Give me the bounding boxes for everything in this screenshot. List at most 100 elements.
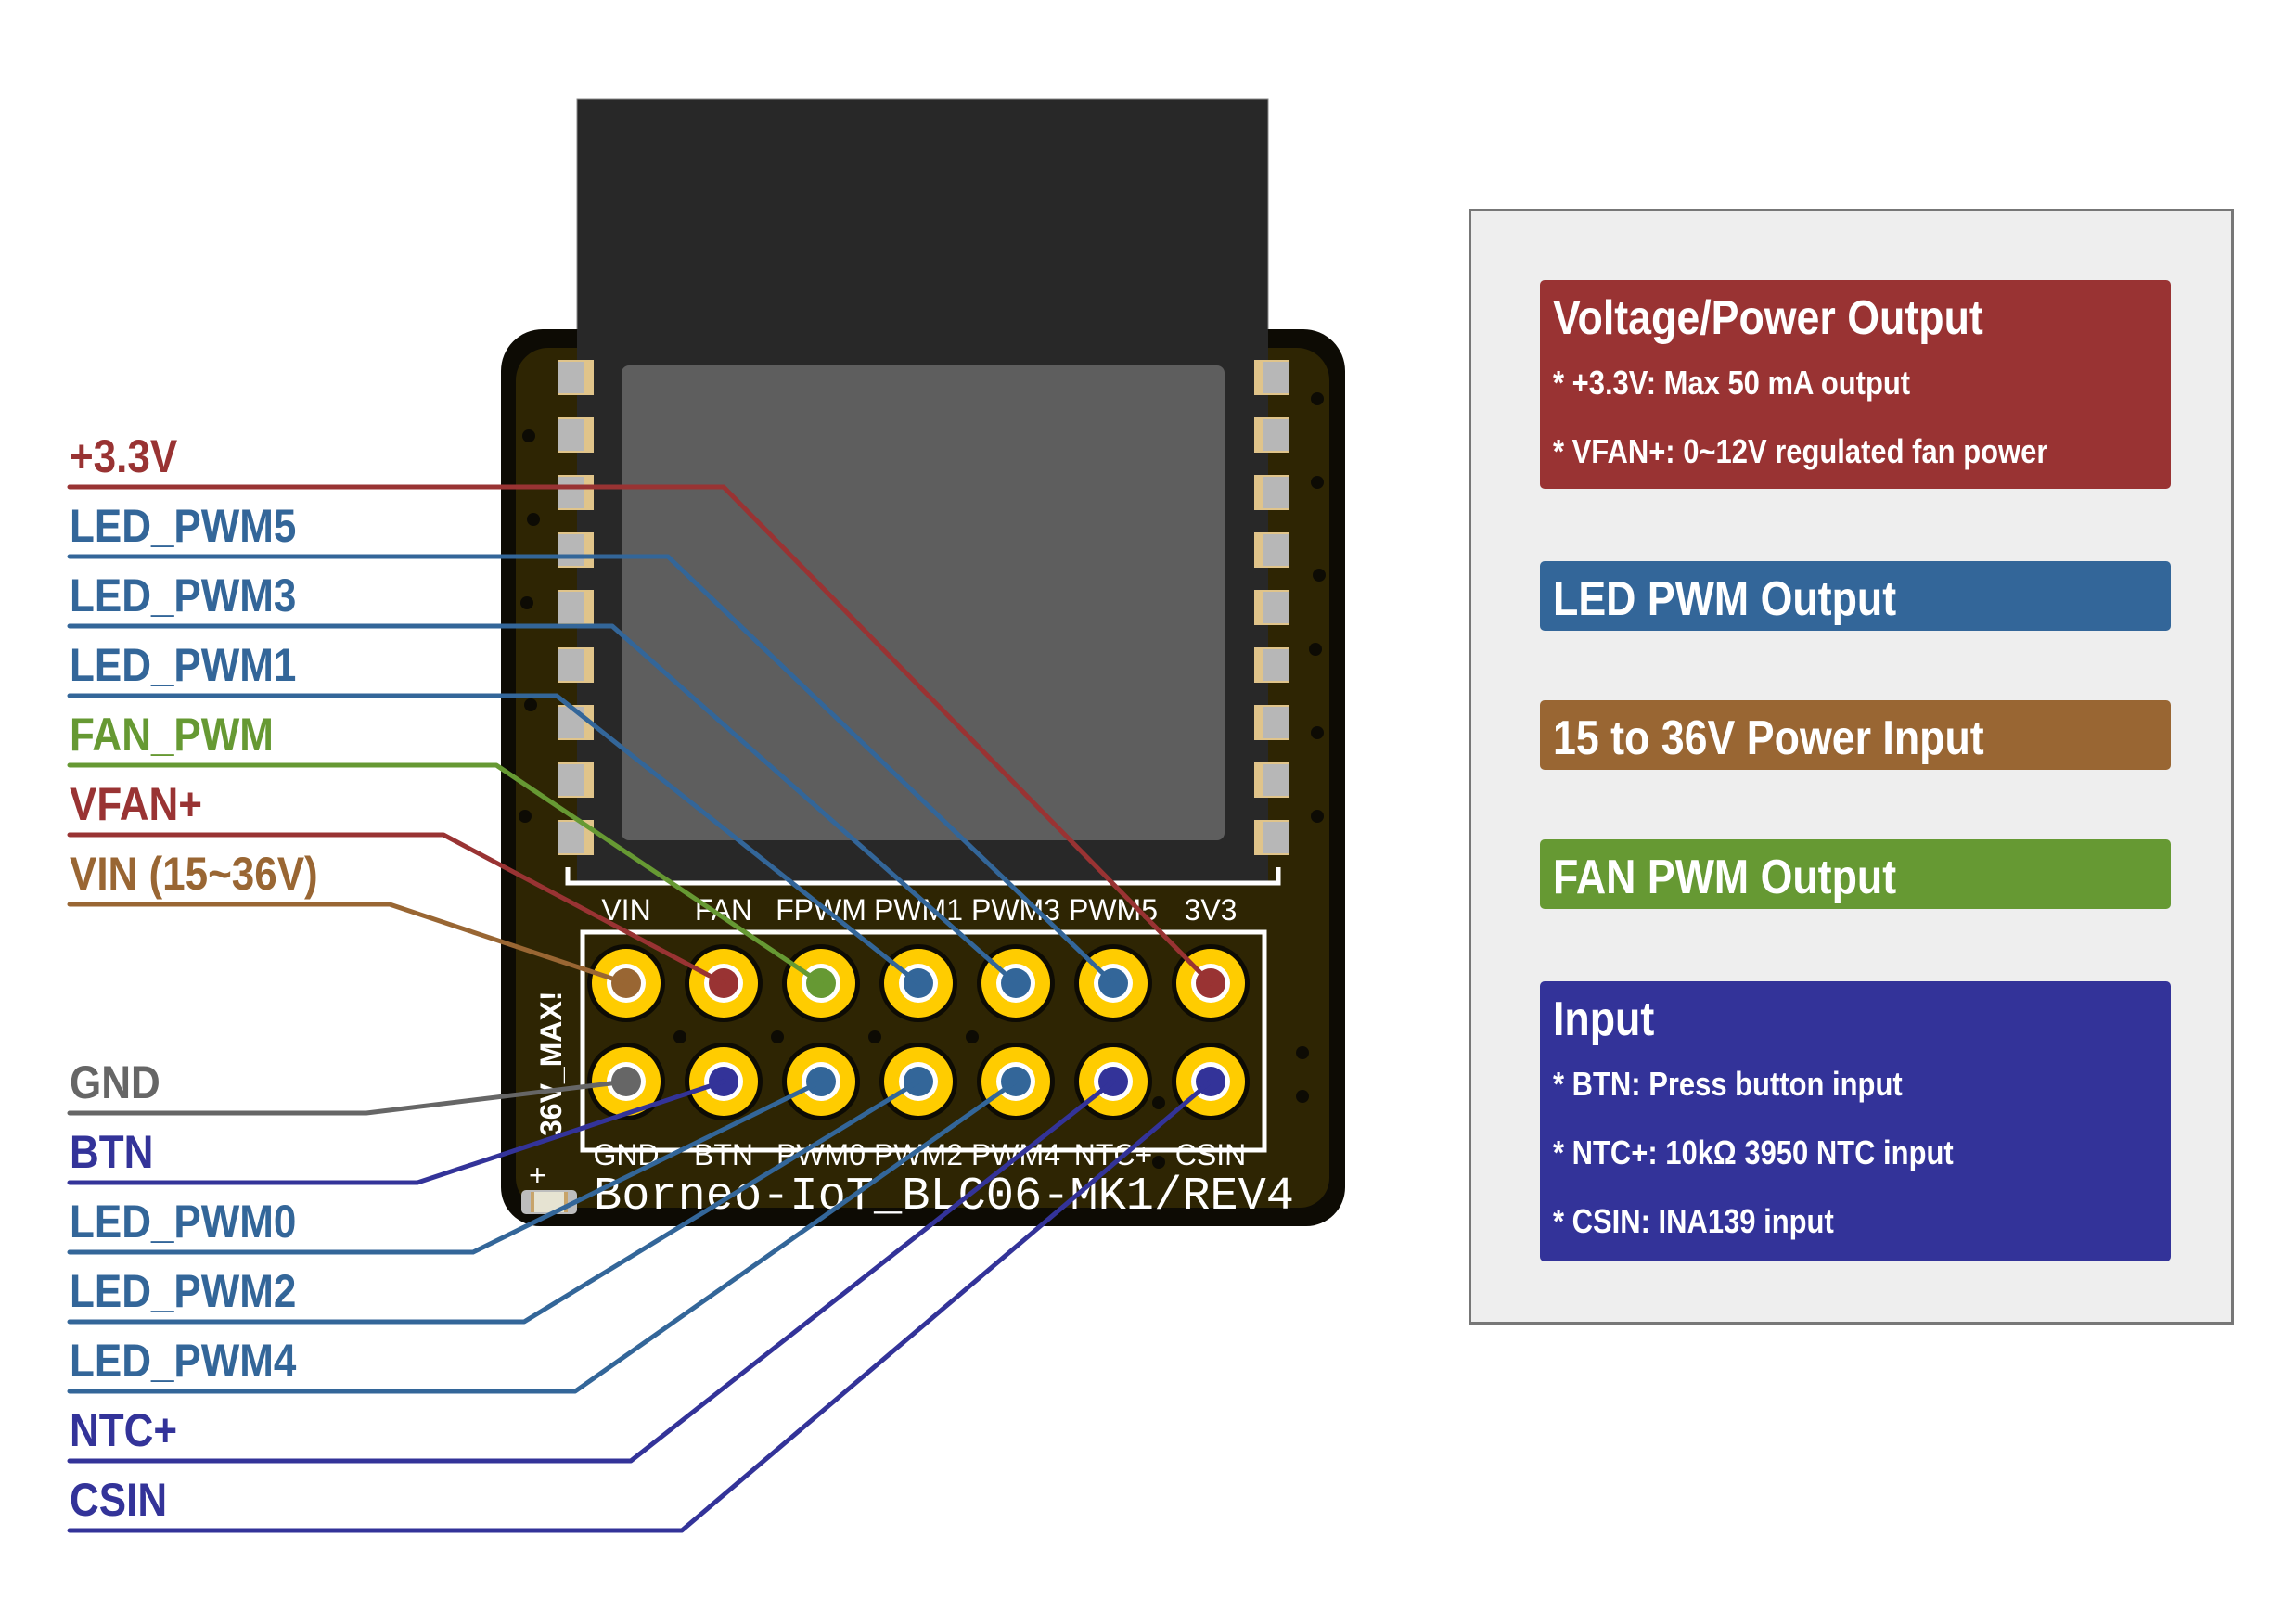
label-led_pwm2: LED_PWM2 (70, 1264, 296, 1316)
via (1311, 810, 1324, 823)
label-btn: BTN (70, 1125, 153, 1177)
via (673, 1030, 686, 1043)
castellated-pad (1254, 360, 1289, 395)
label-led_pwm3: LED_PWM3 (70, 569, 296, 621)
label-led_pwm4: LED_PWM4 (70, 1334, 296, 1386)
legend-title: 15 to 36V Power Input (1553, 711, 1984, 765)
via (524, 698, 537, 711)
legend-title: LED PWM Output (1553, 572, 1897, 626)
voltage-warning: 36V_MAX! (534, 992, 568, 1137)
via (522, 429, 535, 442)
pin-label-top: FAN (695, 893, 752, 927)
via (1311, 392, 1324, 405)
label-ntc: NTC+ (70, 1403, 177, 1455)
header-outline (580, 929, 1267, 1153)
label-p3v3: +3.3V (70, 429, 178, 481)
wire-led_pwm0 (67, 1079, 824, 1255)
label-led_pwm1: LED_PWM1 (70, 638, 296, 690)
pin-label-bottom: PWM0 (776, 1138, 866, 1171)
label-fan_pwm: FAN_PWM (70, 708, 274, 760)
via (1152, 1156, 1165, 1169)
via (868, 1030, 881, 1043)
castellated-pad (1254, 820, 1289, 855)
legend-led-pwm: LED PWM Output (1540, 561, 2171, 631)
via (1296, 1046, 1309, 1059)
pin-label-bottom: PWM4 (971, 1138, 1060, 1171)
wire-btn (67, 1079, 726, 1185)
castellated-pad (558, 590, 594, 625)
legend-title: Input (1553, 992, 1655, 1046)
vias (519, 392, 1326, 1169)
via (966, 1030, 979, 1043)
legend-power-input: 15 to 36V Power Input (1540, 700, 2171, 770)
legend-line: * BTN: Press button input (1553, 1065, 1903, 1103)
legend-line: * CSIN: INA139 input (1553, 1202, 1834, 1240)
castellated-pad (1254, 705, 1289, 740)
castellated-pad (558, 417, 594, 453)
pin-label-bottom: PWM2 (874, 1138, 963, 1171)
wire-vin (67, 902, 629, 986)
castellated-pad (558, 360, 594, 395)
wire-p3v3 (67, 484, 1213, 986)
label-vfan: VFAN+ (70, 777, 202, 829)
label-led_pwm0: LED_PWM0 (70, 1195, 296, 1247)
label-led_pwm5: LED_PWM5 (70, 499, 296, 551)
castellated-pads (558, 360, 1289, 855)
legend-fan-pwm: FAN PWM Output (1540, 839, 2171, 909)
via (771, 1030, 784, 1043)
castellated-pad (1254, 762, 1289, 798)
wire-vfan (67, 832, 726, 986)
label-gnd: GND (70, 1056, 160, 1107)
label-vin: VIN (15~36V) (70, 847, 318, 899)
via (519, 810, 532, 823)
legend-power-output: Voltage/Power Output * +3.3V: Max 50 mA … (1540, 280, 2171, 489)
polarity-mark: + (529, 1158, 546, 1192)
legend-line: * VFAN+: 0~12V regulated fan power (1553, 432, 2048, 470)
pin-label-bottom: BTN (694, 1138, 753, 1171)
via (520, 596, 533, 609)
castellated-pad (558, 475, 594, 510)
castellated-pad (1254, 475, 1289, 510)
via (1311, 476, 1324, 489)
via (527, 513, 540, 526)
via (1309, 643, 1322, 656)
castellated-pad (1254, 590, 1289, 625)
legend-title: Voltage/Power Output (1553, 291, 1983, 345)
wires (67, 484, 1213, 1533)
rf-shield (622, 365, 1225, 840)
pin-label-top: 3V3 (1185, 893, 1238, 927)
wire-led_pwm1 (67, 693, 921, 986)
wire-fan_pwm (67, 762, 824, 986)
castellated-pad (1254, 417, 1289, 453)
pin-label-top: FPWM (776, 893, 866, 927)
wire-gnd (67, 1079, 629, 1116)
label-csin: CSIN (70, 1473, 167, 1525)
wire-led_pwm4 (67, 1079, 1019, 1394)
castellated-pad (558, 647, 594, 683)
legend-line: * NTC+: 10kΩ 3950 NTC input (1553, 1133, 1954, 1171)
legend-line: * +3.3V: Max 50 mA output (1553, 364, 1911, 402)
castellated-pad (1254, 647, 1289, 683)
via (1311, 726, 1324, 739)
capacitor (521, 1190, 577, 1214)
wire-led_pwm3 (67, 623, 1019, 986)
via (1152, 1096, 1165, 1109)
wire-ntc (67, 1079, 1116, 1464)
via (1296, 1090, 1309, 1103)
wire-led_pwm2 (67, 1079, 921, 1325)
castellated-pad (558, 762, 594, 798)
pin-label-bottom: CSIN (1175, 1138, 1246, 1171)
pin-label-top: PWM5 (1069, 893, 1158, 927)
wire-csin (67, 1079, 1213, 1533)
wire-led_pwm5 (67, 554, 1116, 986)
castellated-pad (558, 532, 594, 568)
legend-input: Input * BTN: Press button input * NTC+: … (1540, 981, 2171, 1261)
legend-title: FAN PWM Output (1553, 851, 1897, 904)
via (1313, 569, 1326, 582)
castellated-pad (1254, 532, 1289, 568)
